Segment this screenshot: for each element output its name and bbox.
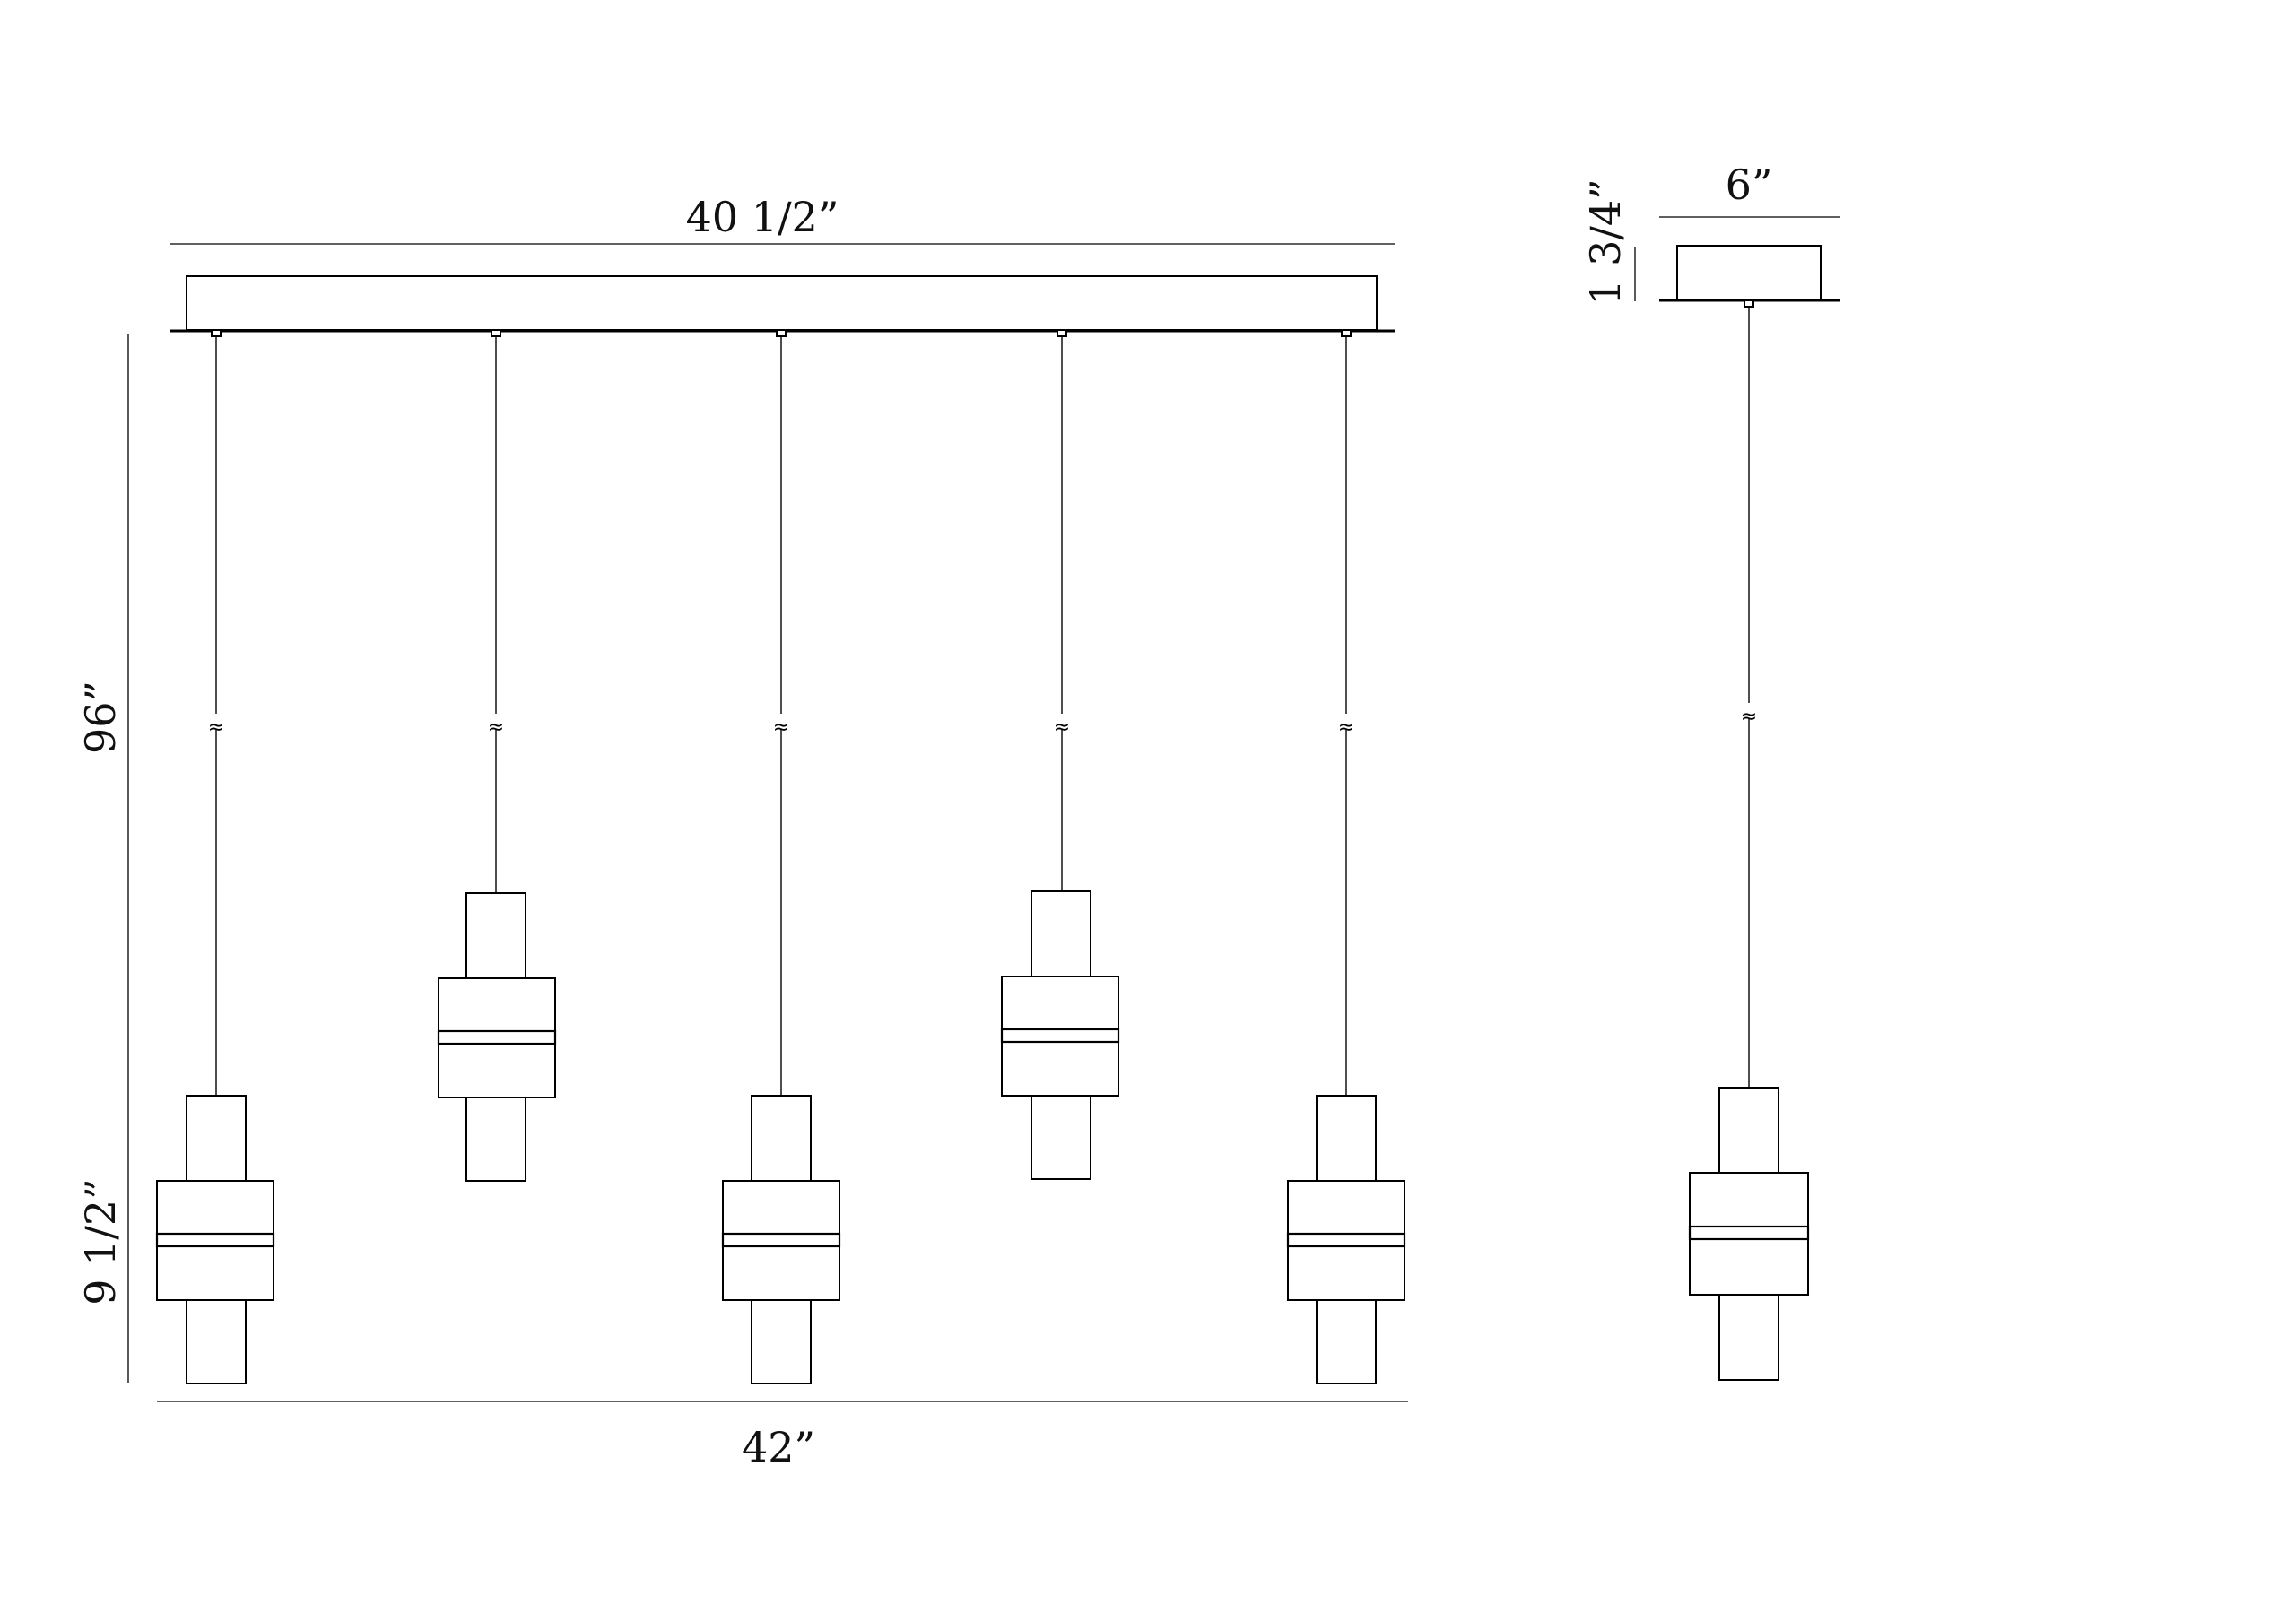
overall-height-label: 96” (76, 681, 125, 754)
pendant-4: ≈ (1000, 329, 1120, 1180)
pendant-2: ≈ (437, 329, 557, 1182)
side-pendant: ≈ (1688, 299, 1810, 1381)
pendant-1: ≈ (155, 329, 275, 1384)
canopy-width-label: 40 1/2” (686, 193, 839, 241)
front-view: 40 1/2” 96” 9 1/2” 42” ≈ ≈ (76, 193, 1408, 1471)
side-canopy-width-label: 6” (1726, 160, 1773, 209)
svg-text:≈: ≈ (1054, 716, 1070, 739)
overall-width-label: 42” (742, 1423, 815, 1471)
pendant-3: ≈ (721, 329, 841, 1384)
svg-text:≈: ≈ (1741, 706, 1757, 728)
side-canopy-height-label: 1 3/4” (1581, 178, 1630, 305)
svg-text:≈: ≈ (208, 716, 224, 739)
svg-text:≈: ≈ (773, 716, 789, 739)
pendant-5: ≈ (1286, 329, 1406, 1384)
canopy-body (186, 275, 1378, 331)
svg-text:≈: ≈ (488, 716, 504, 739)
svg-text:≈: ≈ (1338, 716, 1354, 739)
pendant-height-label: 9 1/2” (76, 1178, 125, 1305)
side-view: 6” 1 3/4” ≈ (1581, 160, 1840, 1381)
side-canopy-body (1676, 245, 1822, 300)
